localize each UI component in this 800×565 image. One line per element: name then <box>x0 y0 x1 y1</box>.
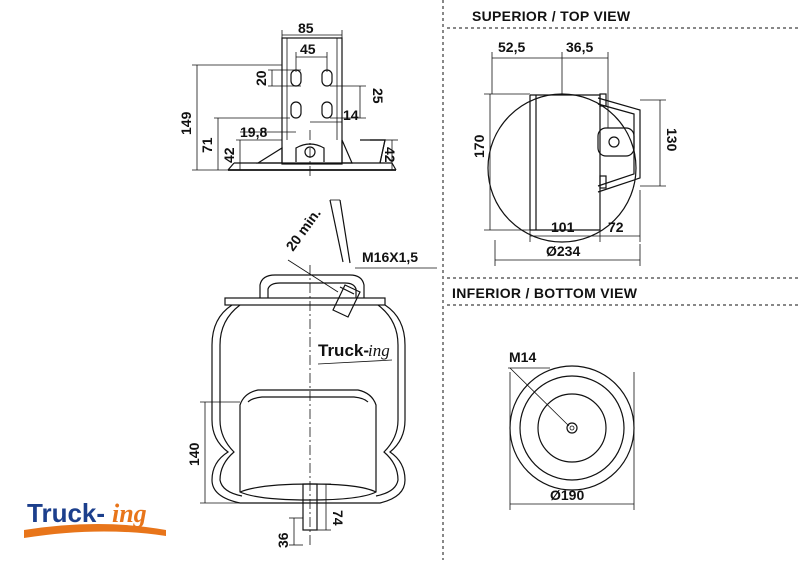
bottom-view-drawing <box>508 365 635 510</box>
svg-text:Truck-: Truck- <box>318 341 369 360</box>
dim-42-left: 42 <box>221 147 237 163</box>
top-view-title: SUPERIOR / TOP VIEW <box>472 8 631 24</box>
dim-19-8: 19,8 <box>240 124 267 140</box>
svg-text:ing: ing <box>368 341 390 360</box>
dim-190: Ø190 <box>550 487 584 503</box>
dim-130: 130 <box>664 128 680 152</box>
dim-52-5: 52,5 <box>498 39 525 55</box>
dim-234: Ø234 <box>546 243 580 259</box>
dim-m14: M14 <box>509 349 536 365</box>
bracket-drawing <box>227 37 397 178</box>
view-separators <box>442 0 800 560</box>
dim-42-right: 42 <box>382 147 398 163</box>
svg-text:Truck-: Truck- <box>27 498 105 528</box>
bracket-dimension-lines <box>192 30 398 171</box>
dim-170: 170 <box>471 134 487 158</box>
dim-20-min: 20 min. <box>282 205 323 253</box>
dim-85: 85 <box>298 20 314 36</box>
dim-45: 45 <box>300 41 316 57</box>
svg-text:ing: ing <box>112 499 147 528</box>
dim-101: 101 <box>551 219 575 235</box>
dim-14: 14 <box>343 107 359 123</box>
dim-thread-m16: M16X1,5 <box>362 249 418 265</box>
top-view-drawing <box>487 93 641 243</box>
truck-ing-logo: Truck- ing <box>24 498 166 538</box>
dim-149: 149 <box>178 111 194 135</box>
dim-20: 20 <box>253 70 269 86</box>
dim-74: 74 <box>330 510 346 526</box>
dim-25: 25 <box>370 88 386 104</box>
bottom-view-title: INFERIOR / BOTTOM VIEW <box>452 285 638 301</box>
bellows-brand-stamp: Truck- ing <box>317 341 393 365</box>
top-view-dimension-lines <box>484 52 666 266</box>
dim-72: 72 <box>608 219 624 235</box>
dim-36: 36 <box>275 532 291 548</box>
dim-140: 140 <box>186 442 202 466</box>
dim-36-5: 36,5 <box>566 39 593 55</box>
dim-71: 71 <box>199 137 215 153</box>
air-spring-side-view <box>211 199 406 545</box>
main-dimension-lines <box>200 267 437 546</box>
